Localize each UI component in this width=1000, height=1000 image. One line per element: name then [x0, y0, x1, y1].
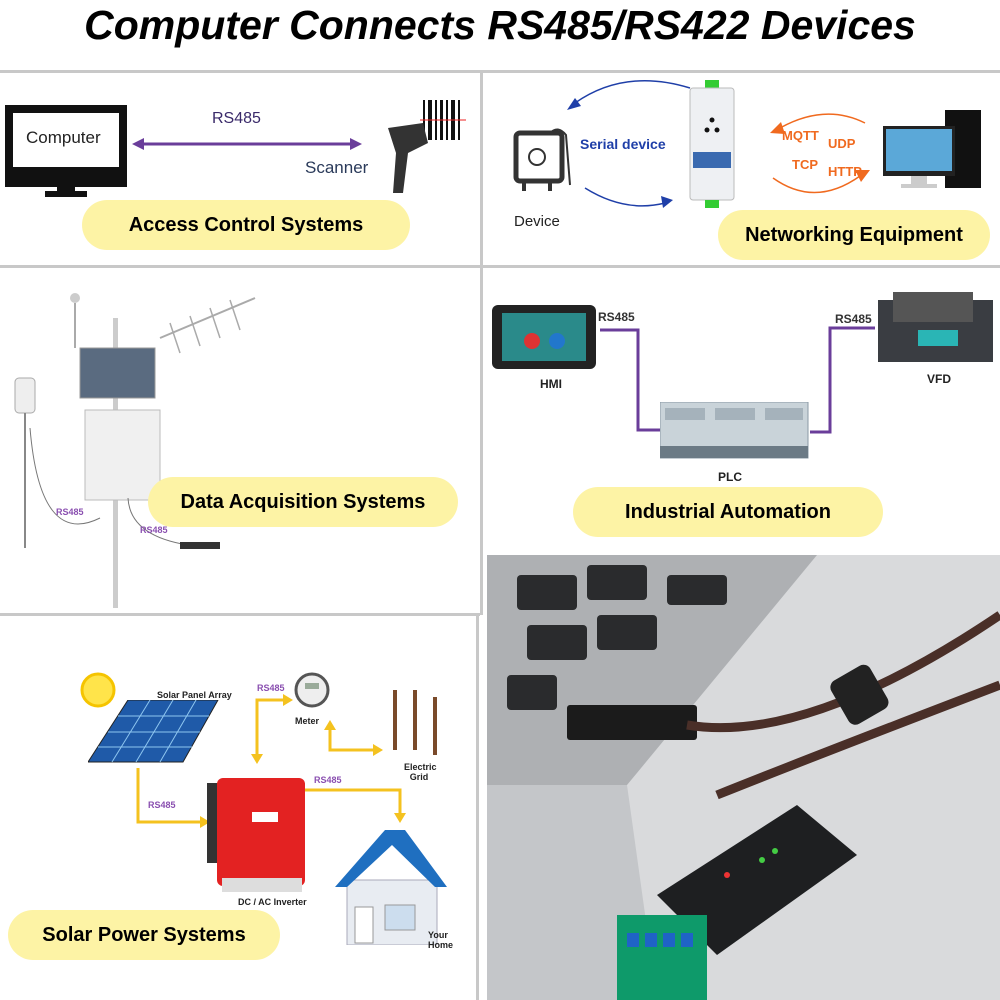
- meter-label: Meter: [295, 716, 320, 726]
- divider: [480, 70, 483, 615]
- protocol-mqtt: MQTT: [782, 128, 819, 143]
- rs485-label: RS485: [212, 110, 261, 127]
- divider: [0, 613, 480, 616]
- hmi-icon: [492, 305, 596, 369]
- wiring-lines: [600, 326, 875, 434]
- divider: [0, 70, 1000, 73]
- page-title: Computer Connects RS485/RS422 Devices: [84, 2, 916, 48]
- rs485-label: RS485: [140, 525, 168, 535]
- computer-icon: [5, 105, 127, 197]
- barcode-scanner-icon: [388, 100, 466, 193]
- label-networking: Networking Equipment: [718, 210, 990, 260]
- electric-grid-icon: [393, 690, 437, 755]
- label-data-acquisition: Data Acquisition Systems: [148, 477, 458, 527]
- device-label: Device: [514, 213, 560, 230]
- inverter-icon: [207, 778, 305, 892]
- solar-panel-icon: [88, 700, 219, 763]
- power-flow-arrows: [136, 694, 406, 828]
- plc-label: PLC: [718, 470, 742, 484]
- label-industrial: Industrial Automation: [573, 487, 883, 537]
- label-solar: Solar Power Systems: [8, 910, 280, 960]
- rs485-label: RS485: [835, 312, 872, 326]
- rs485-label: RS485: [148, 800, 176, 810]
- rs485-label: RS485: [257, 683, 285, 693]
- serial-arrows-icon: [567, 80, 691, 208]
- hmi-label: HMI: [540, 377, 562, 391]
- rs485-label: RS485: [598, 310, 635, 324]
- label-access-control: Access Control Systems: [82, 200, 410, 250]
- double-arrow-icon: [132, 138, 362, 150]
- scanner-label: Scanner: [305, 158, 369, 177]
- solar-array-label: Solar Panel Array: [157, 690, 232, 700]
- vfd-icon: [878, 292, 993, 362]
- rs485-label: RS485: [56, 507, 84, 517]
- divider: [476, 615, 479, 1000]
- sun-icon: [80, 672, 116, 708]
- grid-label: Electric Grid: [404, 762, 437, 782]
- home-label: Your Home: [428, 930, 454, 950]
- serial-server-icon: [689, 80, 735, 208]
- vfd-label: VFD: [927, 372, 951, 386]
- protocol-http: HTTP: [828, 164, 862, 179]
- plc-icon: [660, 402, 809, 459]
- protocol-arrows-icon: [770, 113, 870, 194]
- desktop-pc-icon: [883, 110, 981, 188]
- inverter-label: DC / AC Inverter: [238, 897, 307, 907]
- protocol-tcp: TCP: [792, 157, 818, 172]
- serial-device-label: Serial device: [580, 136, 666, 152]
- home-icon: [335, 830, 447, 945]
- rs485-label: RS485: [314, 775, 342, 785]
- weather-station-icon: [14, 293, 256, 608]
- device-icon: [513, 128, 571, 191]
- computer-label: Computer: [26, 128, 101, 147]
- divider: [0, 265, 1000, 268]
- meter-icon: [294, 672, 330, 708]
- laptop-usb-adapter-image: [487, 555, 1000, 1000]
- protocol-udp: UDP: [828, 136, 856, 151]
